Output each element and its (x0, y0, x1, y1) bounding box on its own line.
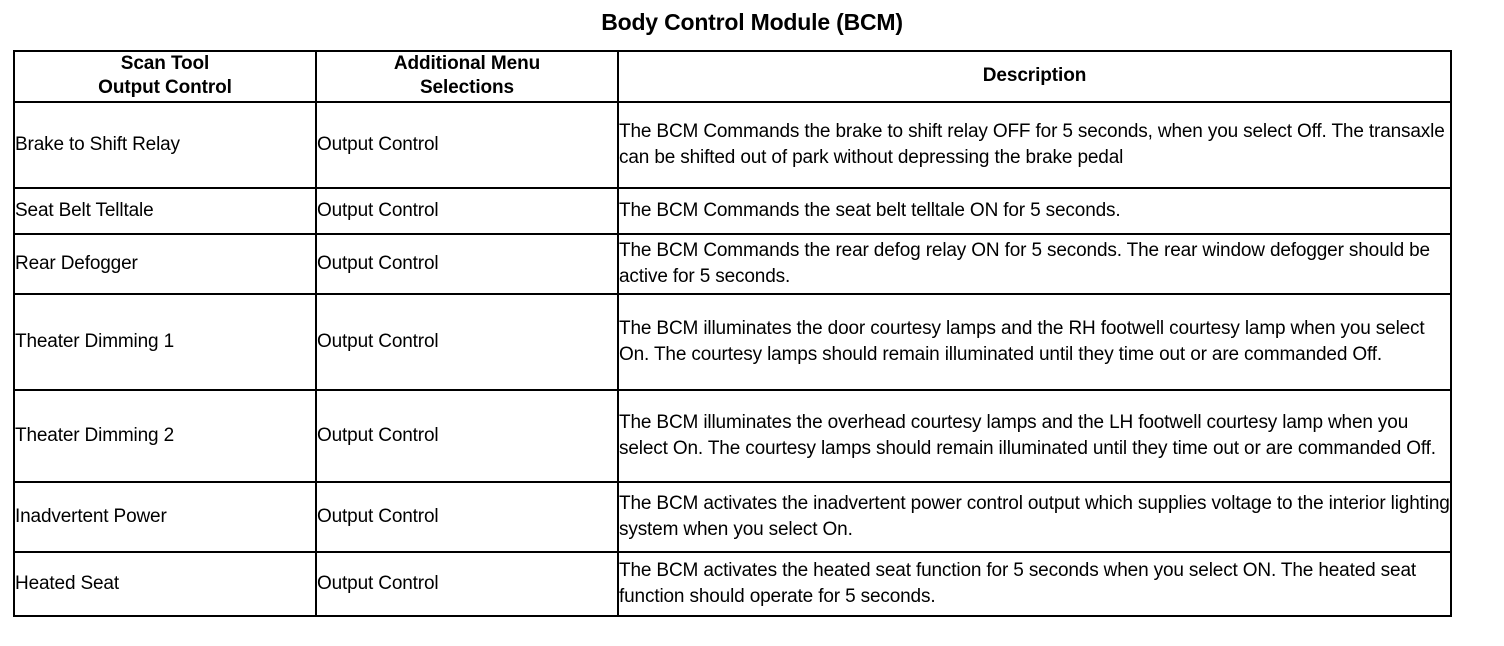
cell-scan-tool-output-control: Theater Dimming 1 (13, 292, 317, 391)
bcm-output-control-table: Scan Tool Output Control Additional Menu… (13, 50, 1452, 617)
cell-description: The BCM illuminates the overhead courtes… (617, 388, 1452, 483)
table-body: Brake to Shift Relay Output Control The … (13, 100, 1452, 617)
cell-additional-menu-selections: Output Control (315, 232, 619, 295)
cell-scan-tool-output-control: Inadvertent Power (13, 480, 317, 553)
cell-scan-tool-output-control: Brake to Shift Relay (13, 100, 317, 189)
table-row: Seat Belt Telltale Output Control The BC… (13, 186, 1452, 235)
cell-additional-menu-selections: Output Control (315, 186, 619, 235)
column-header-description: Description (617, 50, 1452, 103)
table-row: Brake to Shift Relay Output Control The … (13, 100, 1452, 189)
column-header-scan-tool-line2: Output Control (98, 77, 232, 99)
page-title: Body Control Module (BCM) (601, 9, 903, 35)
cell-description: The BCM activates the heated seat functi… (617, 550, 1452, 617)
cell-additional-menu-selections: Output Control (315, 388, 619, 483)
cell-description: The BCM Commands the brake to shift rela… (617, 100, 1452, 189)
cell-description: The BCM Commands the rear defog relay ON… (617, 232, 1452, 295)
cell-description: The BCM Commands the seat belt telltale … (617, 186, 1452, 235)
table-header: Scan Tool Output Control Additional Menu… (13, 50, 1452, 103)
cell-scan-tool-output-control: Theater Dimming 2 (13, 388, 317, 483)
cell-scan-tool-output-control: Heated Seat (13, 550, 317, 617)
cell-additional-menu-selections: Output Control (315, 480, 619, 553)
table-row: Rear Defogger Output Control The BCM Com… (13, 232, 1452, 295)
table-row: Heated Seat Output Control The BCM activ… (13, 550, 1452, 617)
cell-description: The BCM illuminates the door courtesy la… (617, 292, 1452, 391)
cell-additional-menu-selections: Output Control (315, 292, 619, 391)
table-row: Theater Dimming 2 Output Control The BCM… (13, 388, 1452, 483)
column-header-additional-menu-line1: Additional Menu (393, 53, 541, 74)
cell-additional-menu-selections: Output Control (315, 100, 619, 189)
table-row: Theater Dimming 1 Output Control The BCM… (13, 292, 1452, 391)
cell-scan-tool-output-control: Rear Defogger (13, 232, 317, 295)
column-header-scan-tool-output-control: Scan Tool Output Control (13, 50, 317, 103)
cell-additional-menu-selections: Output Control (315, 550, 619, 617)
column-header-additional-menu-selections: Additional Menu Selections (315, 50, 619, 103)
column-header-scan-tool-line1: Scan Tool (120, 53, 210, 74)
column-header-description-line1: Description (982, 65, 1087, 87)
cell-scan-tool-output-control: Seat Belt Telltale (13, 186, 317, 235)
table-row: Inadvertent Power Output Control The BCM… (13, 480, 1452, 553)
table-header-row: Scan Tool Output Control Additional Menu… (13, 50, 1452, 103)
cell-description: The BCM activates the inadvertent power … (617, 480, 1452, 553)
column-header-additional-menu-line2: Selections (419, 77, 515, 99)
